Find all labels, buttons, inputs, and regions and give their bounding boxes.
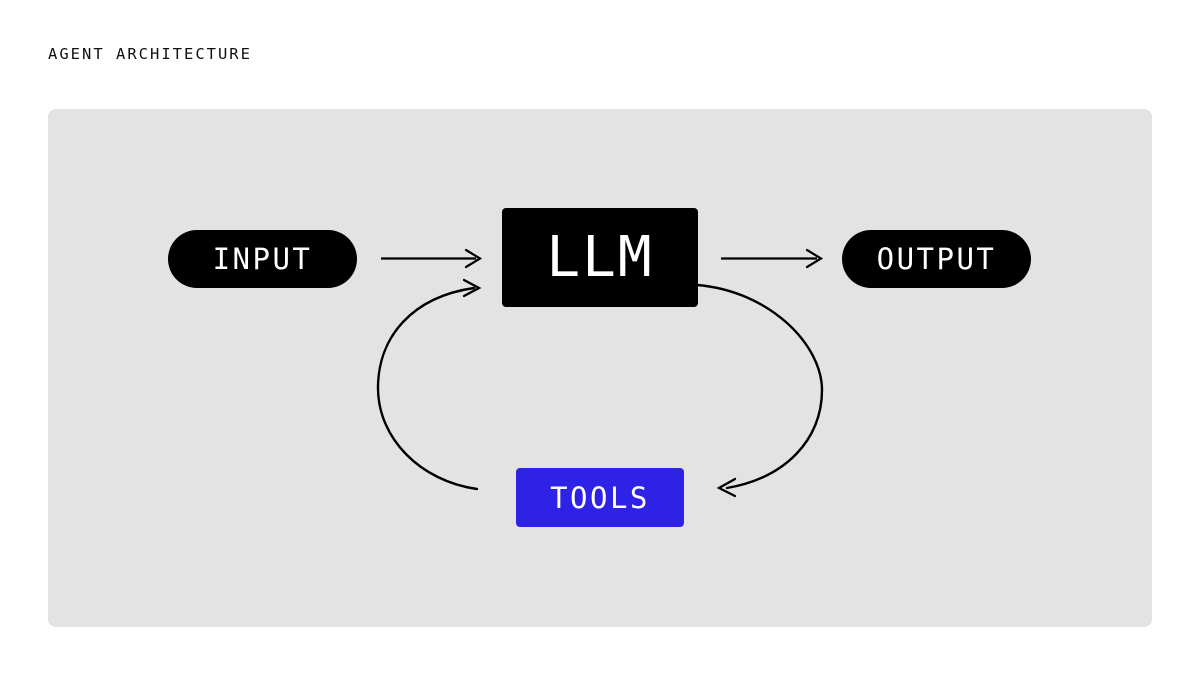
diagram-panel — [48, 109, 1152, 627]
node-input[interactable]: INPUT — [168, 230, 357, 288]
node-llm[interactable]: LLM — [502, 208, 698, 307]
node-tools[interactable]: TOOLS — [516, 468, 684, 527]
node-output[interactable]: OUTPUT — [842, 230, 1031, 288]
page-title: AGENT ARCHITECTURE — [48, 45, 252, 63]
